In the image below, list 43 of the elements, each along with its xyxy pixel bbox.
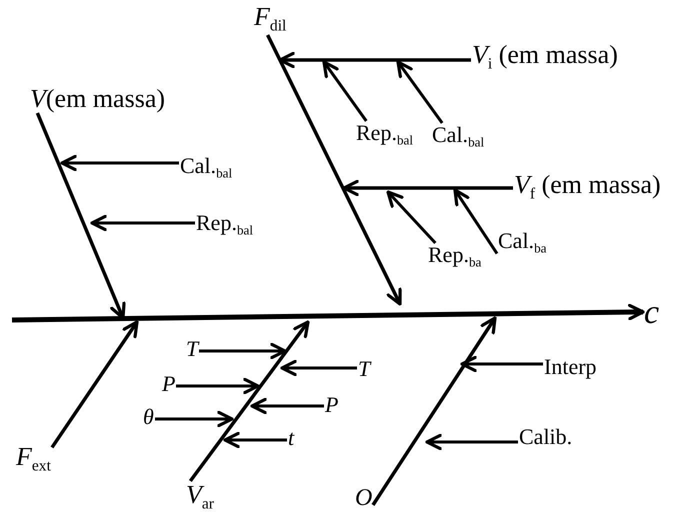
arrow	[223, 432, 287, 448]
cause-label: F$_{dil}$	[254, 4, 286, 34]
factor-label: Cal.$_{ba}$	[498, 230, 547, 255]
cause-label: V$_{f}$ (em massa)	[514, 172, 661, 202]
factor-label: Calib.	[519, 426, 572, 448]
arrow	[460, 356, 543, 372]
factor-label: Interp	[544, 356, 597, 378]
arrow	[266, 34, 402, 306]
factor-label: Cal.$_{bal}$	[180, 155, 232, 180]
factor-label: Rep.$_{bal}$	[196, 212, 254, 237]
arrow	[12, 304, 645, 322]
factor-label: Cal.$_{bal}$	[432, 124, 484, 149]
factor-label: Rep.$_{ba}$	[428, 244, 482, 269]
cause-label: V(em massa)	[30, 86, 166, 112]
factor-label: P	[325, 394, 338, 416]
arrow	[342, 180, 513, 196]
factor-label: T	[358, 358, 370, 380]
factor-label: θ	[143, 406, 154, 428]
arrow	[155, 410, 234, 428]
cause-label: F$_{ext}$	[16, 444, 51, 474]
arrow	[278, 52, 471, 68]
arrow	[396, 60, 444, 124]
cause-label: V$_{i}$ (em massa)	[472, 42, 618, 72]
factor-label: P	[162, 373, 176, 395]
arrow	[188, 320, 310, 482]
cause-label: O	[355, 486, 372, 510]
arrow	[250, 398, 324, 414]
factor-label: t	[288, 427, 294, 449]
arrow	[176, 378, 260, 394]
arrow	[386, 190, 436, 244]
arrow	[50, 320, 139, 448]
arrow	[453, 188, 498, 254]
factor-label: T	[186, 338, 198, 360]
cause-label: V$_{ar}$	[186, 482, 214, 512]
arrow	[425, 434, 518, 450]
arrow	[199, 342, 287, 360]
factor-label: Rep.$_{bal}$	[356, 122, 414, 147]
arrow	[90, 214, 195, 232]
arrow	[280, 360, 357, 376]
arrow	[372, 316, 497, 506]
effect-label: c	[644, 296, 660, 330]
arrow	[60, 154, 179, 172]
arrow	[322, 60, 368, 122]
